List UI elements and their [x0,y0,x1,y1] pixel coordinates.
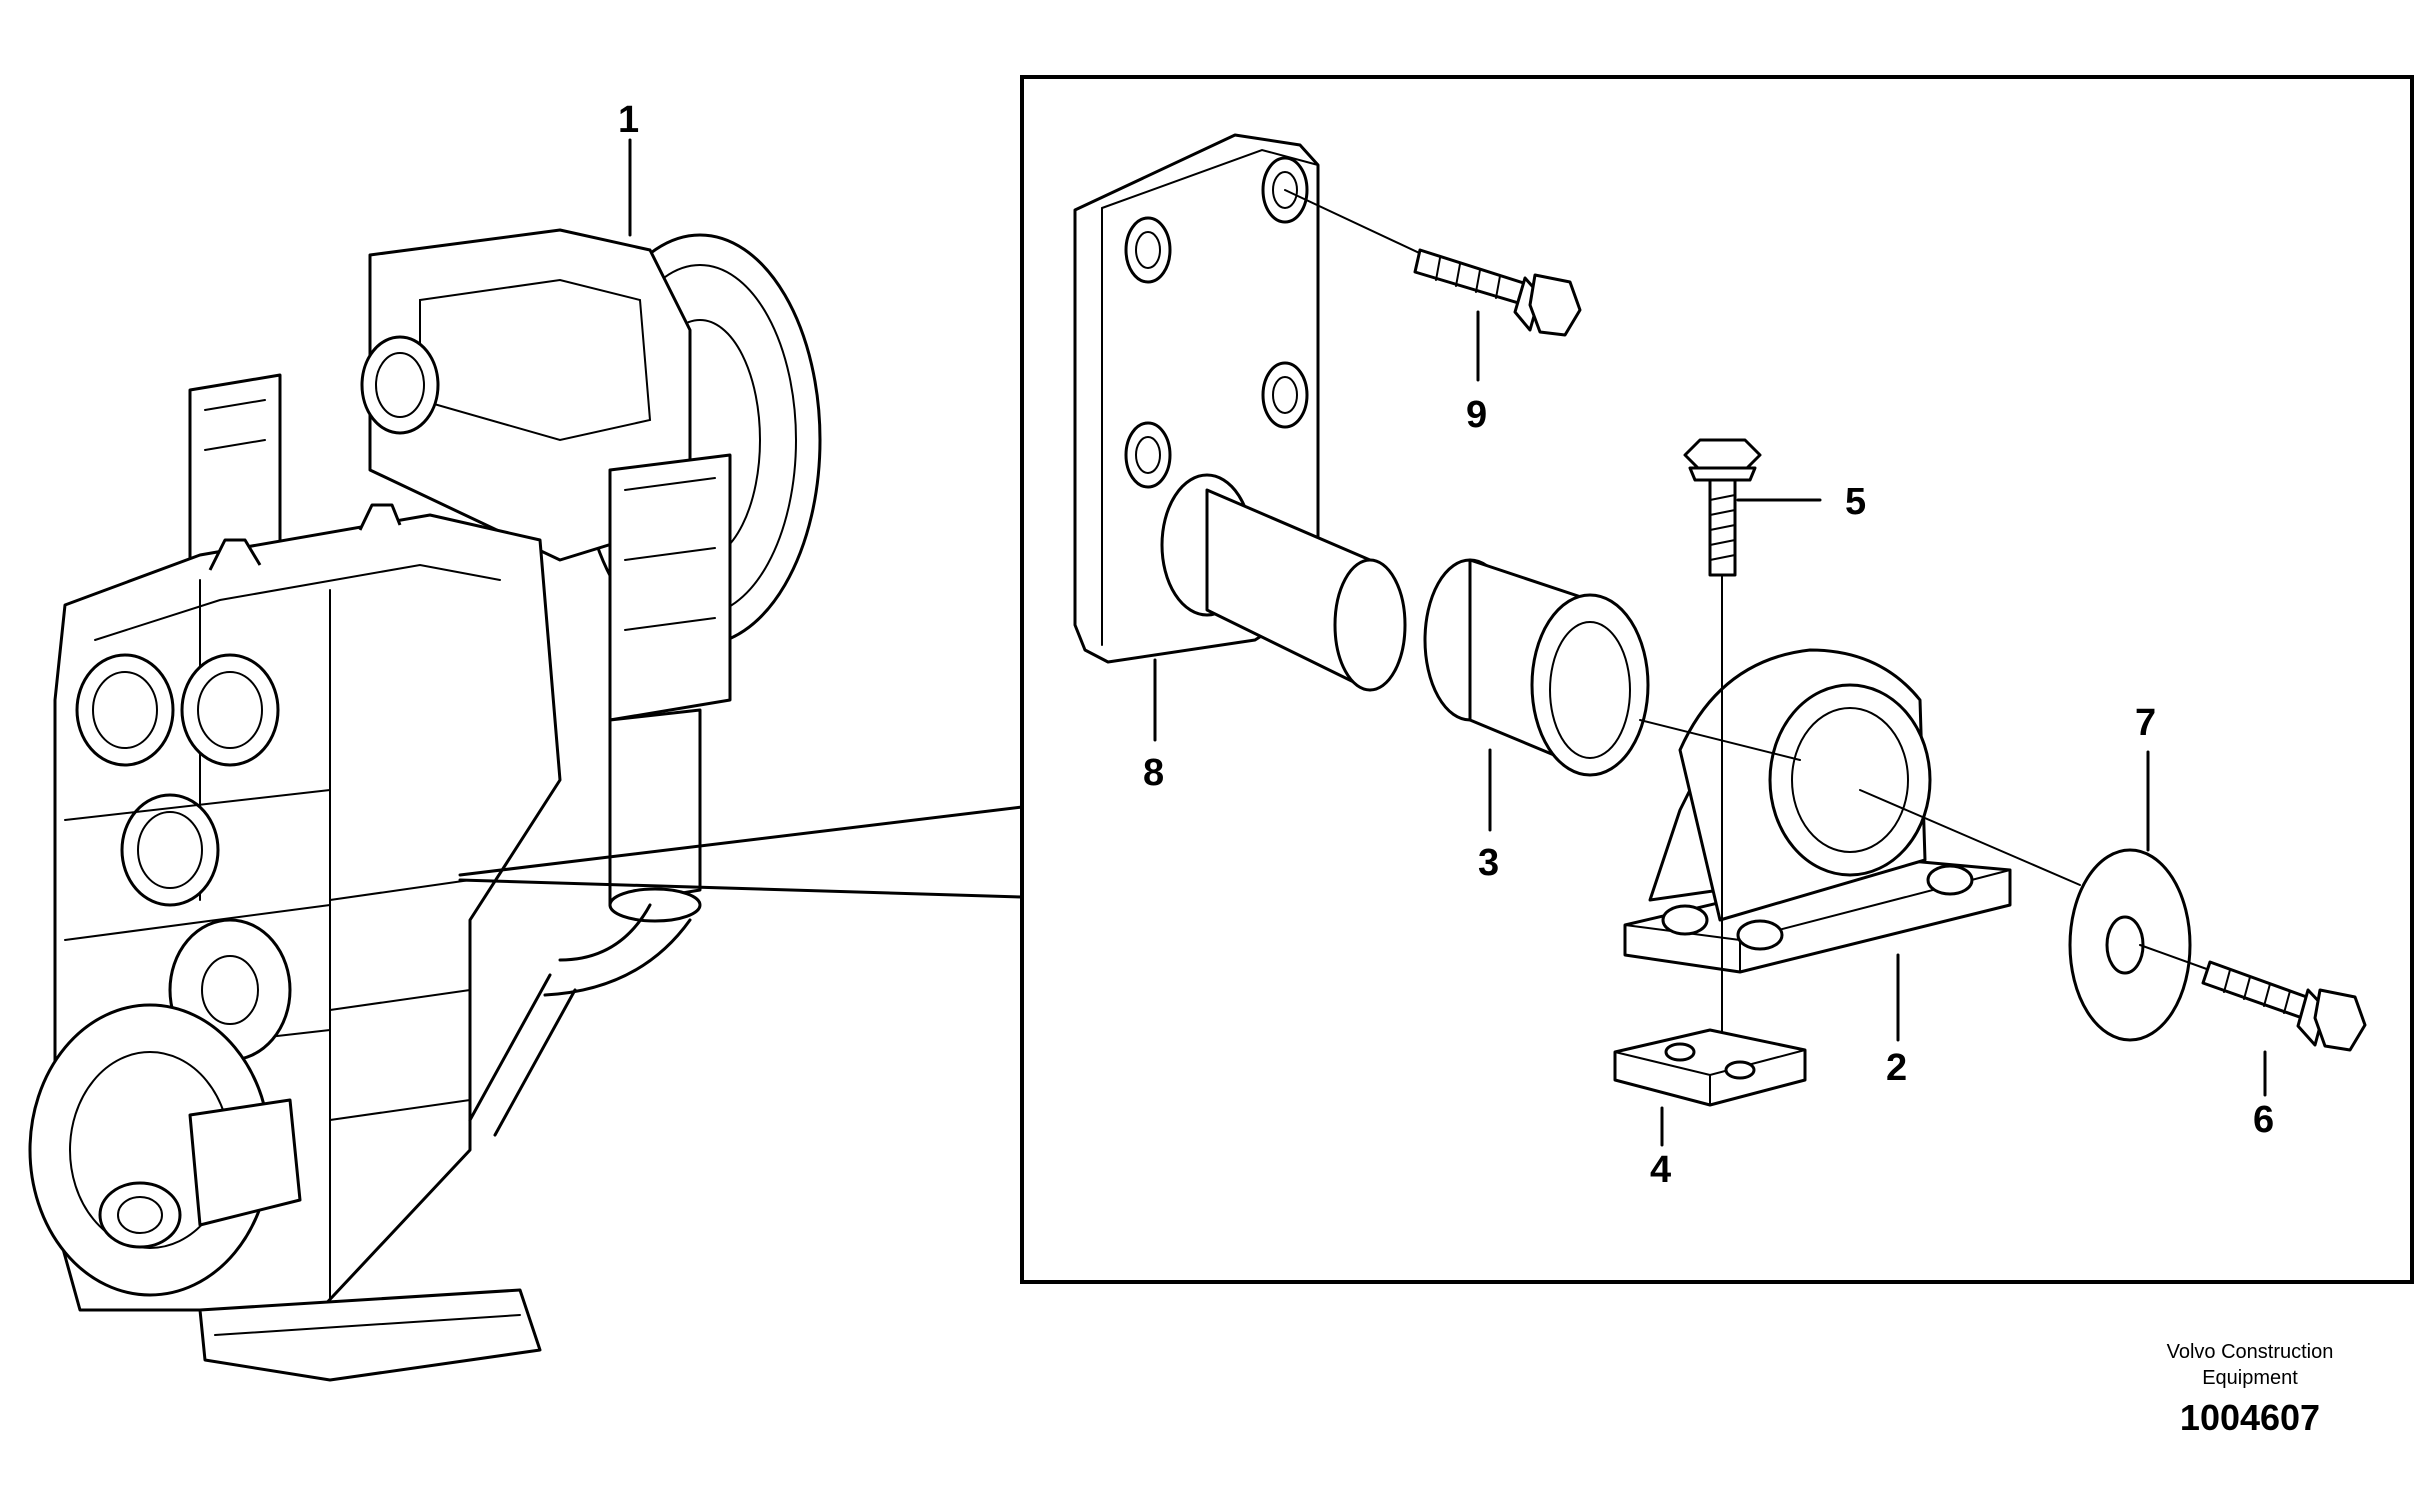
callout-4: 4 [1650,1149,1671,1191]
callout-9: 9 [1466,394,1487,436]
callout-8: 8 [1143,752,1164,794]
shim-plate [1613,1028,1807,1107]
callout-2: 2 [1886,1047,1907,1089]
callout-3: 3 [1478,842,1499,884]
credit-line-1: Volvo Construction [2167,1341,2334,1363]
credit-line-2: Equipment [2202,1367,2298,1389]
callout-1: 1 [618,99,639,141]
flange-bolt-lower [2139,944,2367,1052]
pillow-block-bracket [1623,648,2081,974]
detail-inset-frame [1020,75,2414,1284]
vertical-bolt [1683,438,1762,1081]
washer [2068,848,2192,1042]
mounting-plate-with-pin [1073,133,1407,692]
document-number: 1004607 [2180,1397,2320,1438]
transmission-assembly [28,228,822,1382]
zoom-leader-upper [458,805,1024,877]
callout-5: 5 [1845,481,1866,523]
flange-bolt-upper [1284,189,1582,337]
zoom-leader-lower [458,878,1024,899]
callout-7: 7 [2135,702,2156,744]
leader-lines [628,138,2267,1147]
callout-6: 6 [2253,1099,2274,1141]
bushing [1423,558,1650,777]
